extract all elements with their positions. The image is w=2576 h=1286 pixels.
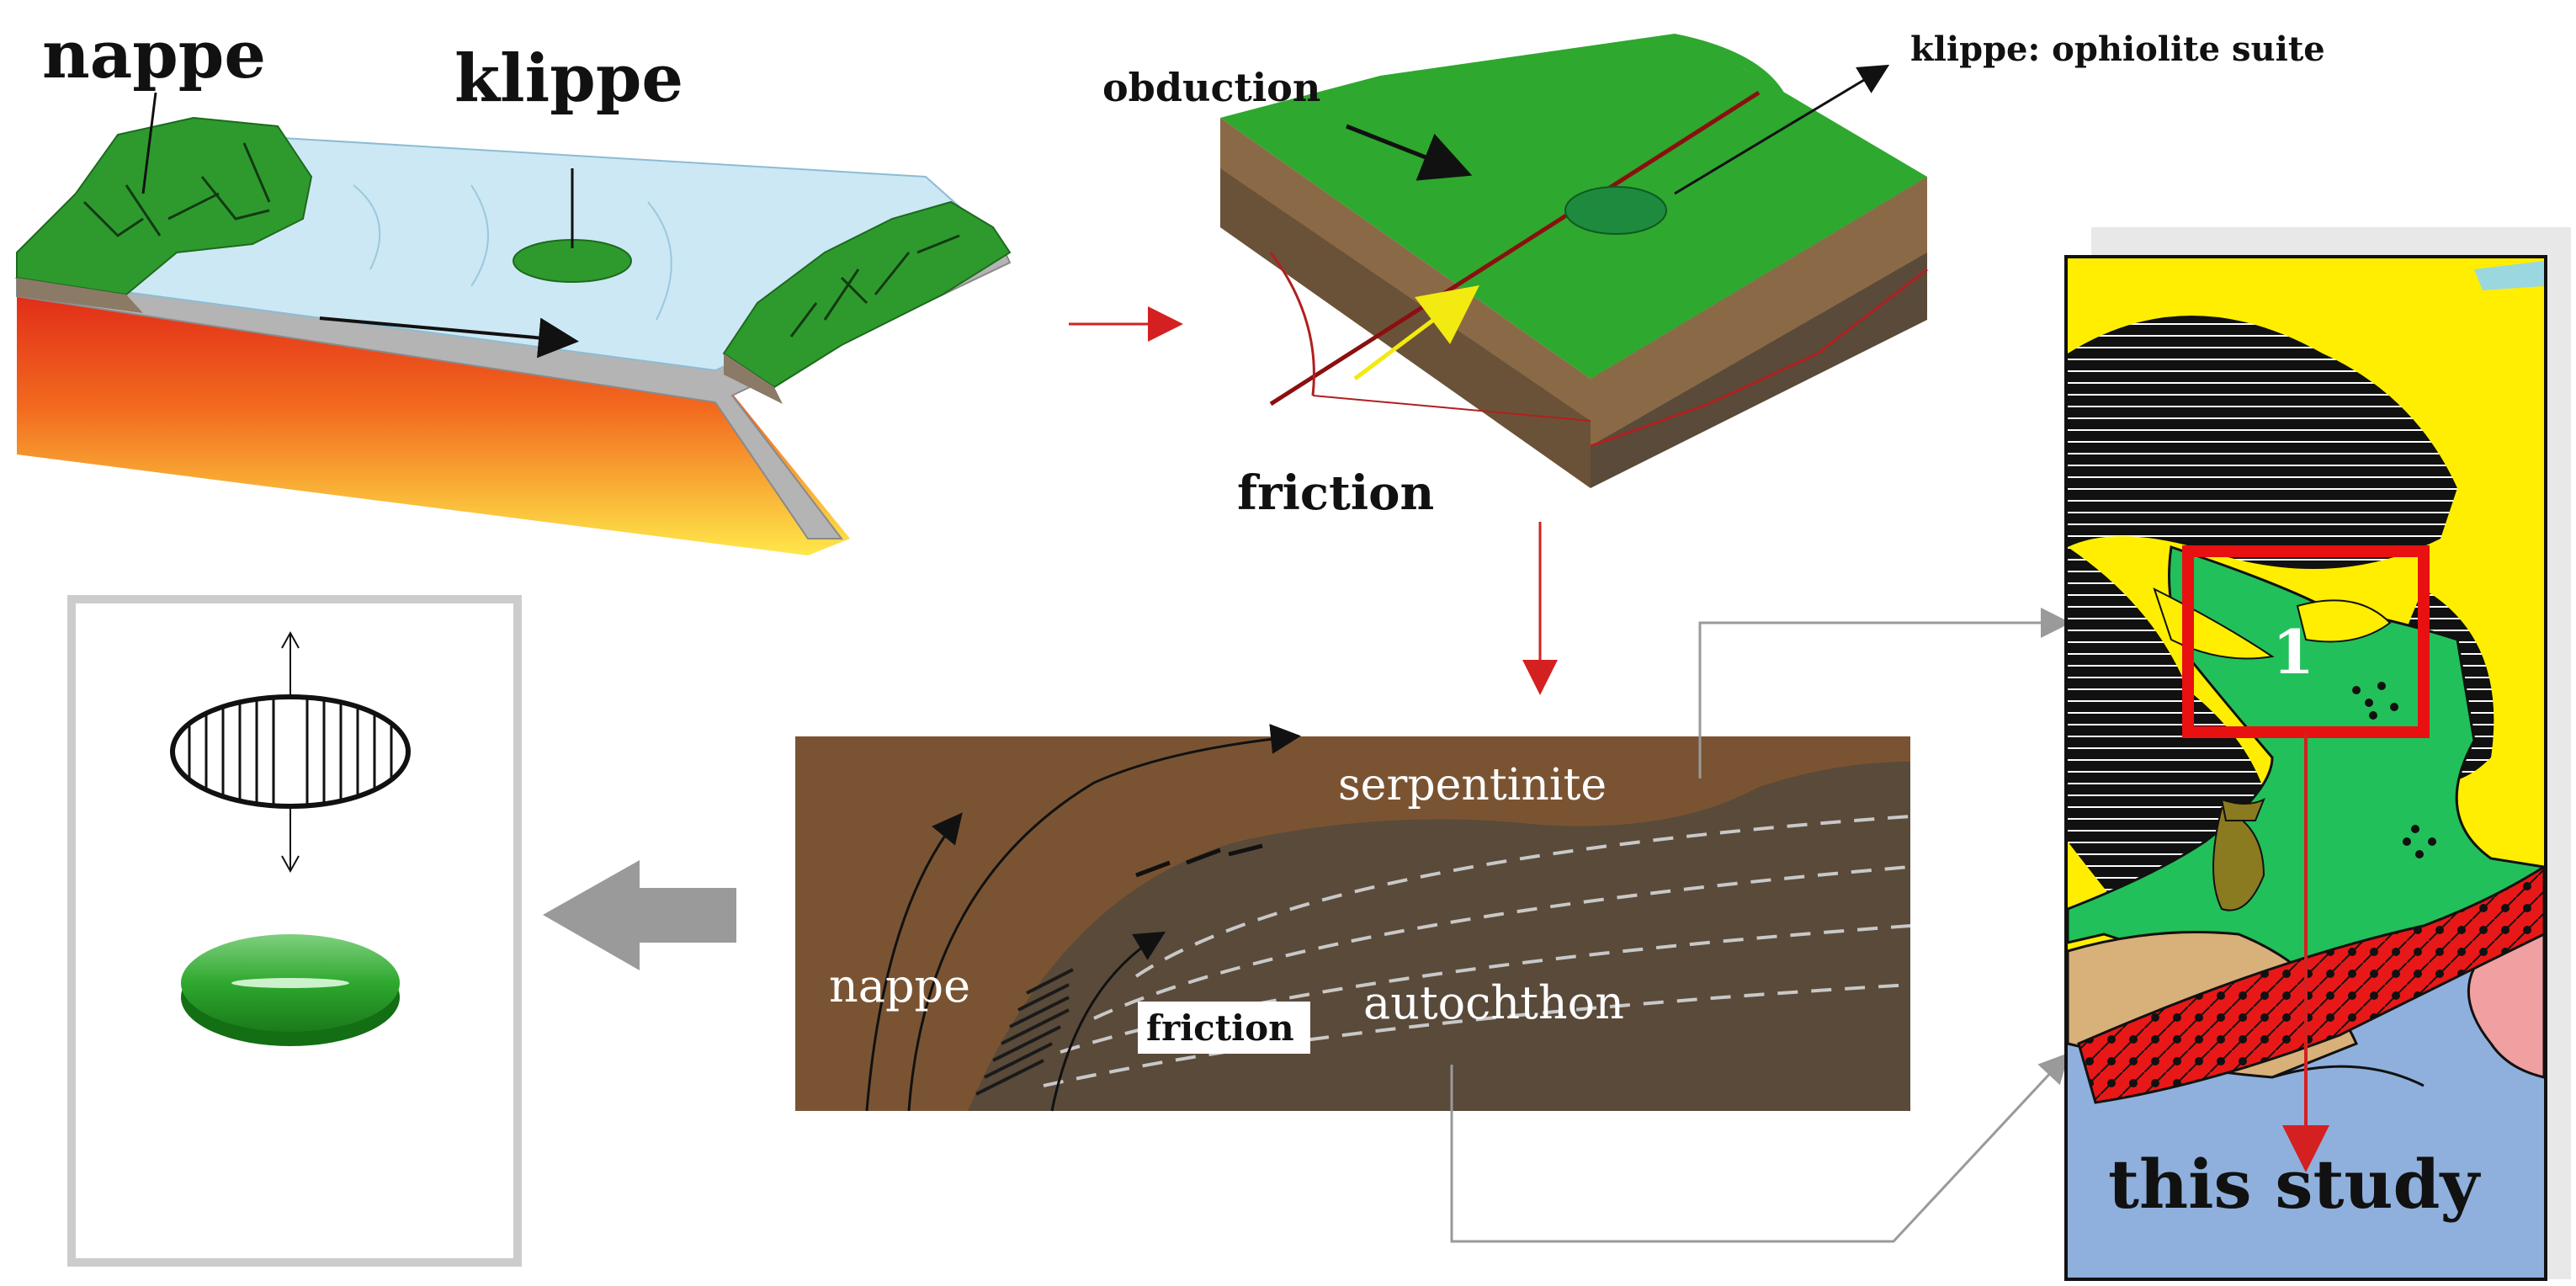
label-obduction: obduction	[1102, 65, 1320, 110]
friction-label-box	[1138, 1002, 1310, 1054]
flow-line-2	[907, 724, 1301, 1112]
large-left-arrow-icon	[543, 860, 736, 970]
foliated-ellipse-icon	[170, 694, 411, 809]
strain-panel	[67, 595, 522, 1267]
label-friction-section: friction	[1146, 1007, 1294, 1049]
obduction-block	[1220, 34, 1928, 488]
label-nappe-top: nappe	[42, 17, 266, 93]
subduction-block	[14, 92, 1012, 555]
obduction-arrow	[1346, 124, 1473, 181]
label-this-study: this study	[2108, 1145, 2481, 1224]
melange-belt	[2077, 864, 2546, 1104]
right-continent	[722, 200, 1012, 389]
map-site-number: 1	[2272, 616, 2314, 688]
label-klippe-ophiolite: klippe: ophiolite suite	[1910, 29, 2325, 69]
friction-yellow-arrow	[1353, 285, 1479, 380]
plate-motion-arrow	[319, 316, 579, 359]
green-lens-icon	[181, 934, 400, 1046]
geological-map	[2064, 227, 2571, 1281]
label-friction-block: friction	[1237, 465, 1434, 521]
label-klippe-top: klippe	[454, 40, 683, 117]
flow-line-1	[865, 812, 963, 1112]
label-autochthon: autochthon	[1363, 976, 1624, 1029]
cross-section	[795, 608, 2071, 1243]
mantle-layer	[17, 286, 850, 555]
left-continent	[16, 116, 313, 296]
label-nappe-section: nappe	[829, 959, 970, 1012]
flow-line-3	[1050, 931, 1166, 1112]
label-serpentinite: serpentinite	[1338, 760, 1607, 810]
thrust-fault-line	[1269, 90, 1761, 407]
klippe-ophiolite-patch	[1564, 186, 1667, 235]
